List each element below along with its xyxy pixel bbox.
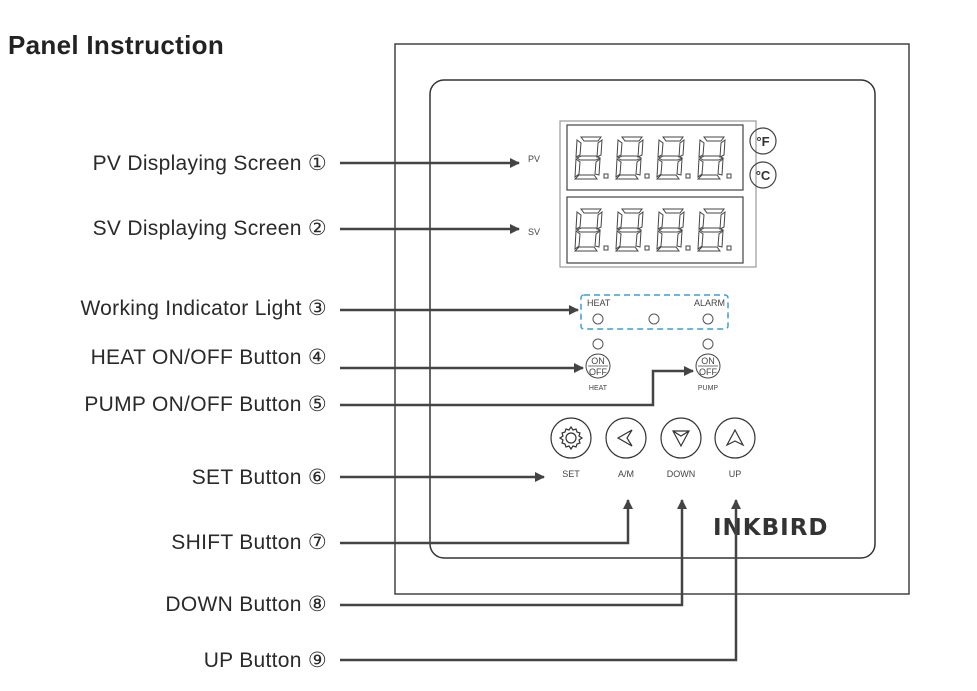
shift-am-button — [605, 417, 647, 459]
callout-up-button: UP Button ⑨ — [203, 649, 327, 672]
callout-down-button: DOWN Button ⑧ — [165, 593, 327, 616]
heat-switch-led — [592, 338, 604, 350]
sv-label: SV — [528, 227, 540, 237]
heat-led — [592, 313, 604, 325]
set-button — [550, 417, 592, 459]
down-label: DOWN — [667, 469, 696, 479]
callout-shift-button: SHIFT Button ⑦ — [171, 531, 327, 554]
inner-bezel — [429, 79, 876, 559]
left-arrow-icon — [616, 429, 633, 447]
outer-frame — [394, 43, 910, 595]
pump-onoff-button — [695, 353, 721, 379]
leader-pump — [340, 366, 694, 407]
callout-pv-screen: PV Displaying Screen ① — [92, 152, 327, 175]
up-button — [714, 417, 756, 459]
heat-onoff-button — [585, 353, 611, 379]
am-label: A/M — [618, 469, 634, 479]
leader-up — [340, 499, 741, 662]
pump-switch-led — [702, 338, 714, 350]
up-label: UP — [729, 469, 742, 479]
fahrenheit-indicator — [749, 127, 777, 155]
sv-display — [566, 196, 744, 264]
pv-display — [566, 124, 744, 191]
alarm-led — [702, 313, 714, 325]
callout-sv-screen: SV Displaying Screen ② — [92, 217, 327, 240]
diagram-title: Panel Instruction — [8, 30, 225, 60]
callout-pump-button: PUMP ON/OFF Button ⑤ — [84, 393, 327, 416]
leader-lines — [340, 158, 741, 662]
indicator-box — [580, 294, 729, 330]
gear-icon — [558, 425, 584, 451]
pv-digits — [574, 136, 732, 180]
down-arrow-icon — [672, 430, 690, 448]
set-label: SET — [562, 469, 580, 479]
callout-set-button: SET Button ⑥ — [191, 466, 327, 489]
celsius-label: °C — [756, 168, 771, 183]
pv-label: PV — [528, 154, 540, 164]
heat-switch-label: HEAT — [589, 385, 608, 392]
up-arrow-icon — [725, 428, 745, 447]
pump-on-label: ON — [701, 356, 715, 366]
alarm-indicator-label: ALARM — [694, 298, 725, 308]
callout-heat-button: HEAT ON/OFF Button ④ — [90, 346, 327, 369]
celsius-indicator — [749, 161, 777, 189]
pump-off-label: OFF — [699, 367, 717, 377]
middle-led — [648, 313, 660, 325]
leader-down — [340, 499, 687, 607]
brand-logo: INKBIRD — [713, 515, 829, 541]
fahrenheit-label: °F — [756, 134, 769, 149]
pump-switch-label: PUMP — [698, 385, 719, 392]
callout-indicator-light: Working Indicator Light ③ — [80, 297, 327, 320]
heat-off-label: OFF — [589, 367, 607, 377]
down-button — [660, 417, 702, 459]
leader-shift — [340, 499, 633, 545]
display-housing — [559, 120, 757, 268]
heat-on-label: ON — [591, 356, 605, 366]
heat-indicator-label: HEAT — [587, 298, 611, 308]
sv-digits — [574, 208, 732, 252]
